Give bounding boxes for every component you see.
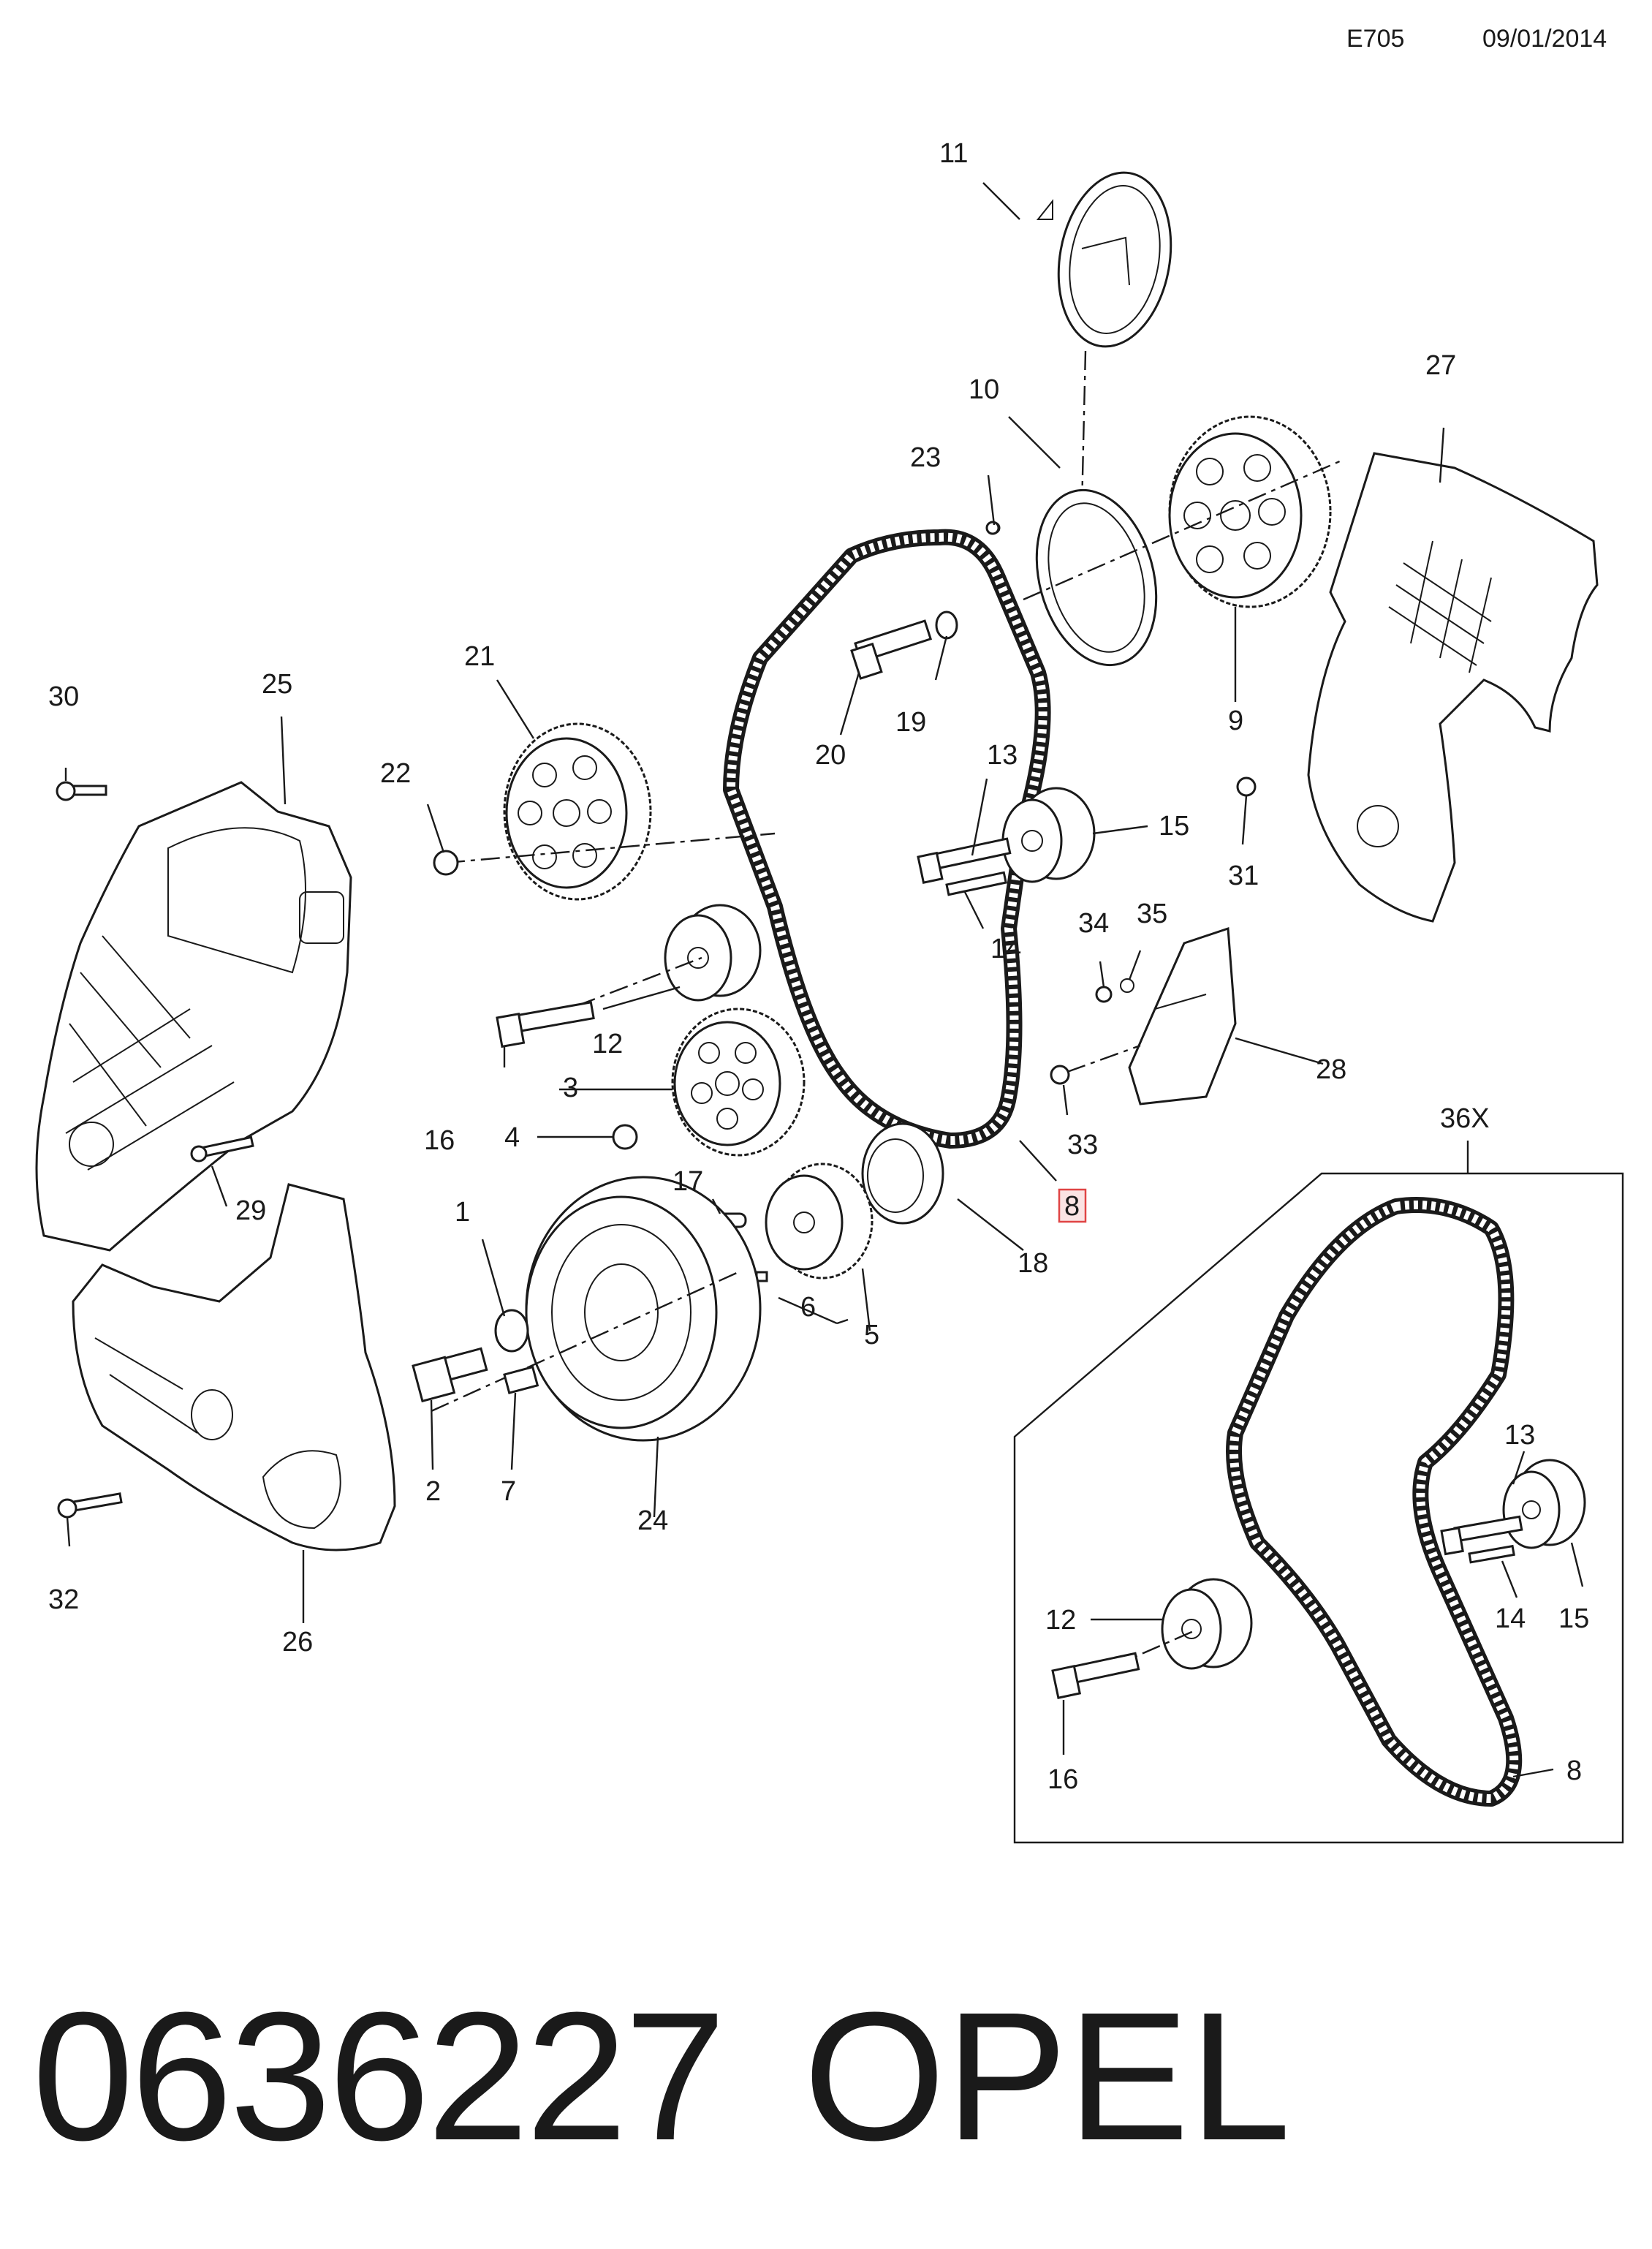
washer-1 [494, 1309, 529, 1353]
brand-name: OPEL [803, 1974, 1291, 2178]
callout-35: 35 [1137, 899, 1167, 929]
callout-28: 28 [1316, 1054, 1346, 1085]
inset-callout-13: 13 [1504, 1420, 1535, 1451]
diagram-date: 09/01/2014 [1482, 25, 1607, 53]
inset-pin-14 [1468, 1544, 1515, 1564]
callout-21: 21 [464, 641, 495, 672]
inset-callout-8: 8 [1566, 1755, 1582, 1786]
callout-14: 14 [990, 934, 1021, 964]
nut-22 [433, 850, 459, 876]
bolt-20 [850, 619, 933, 680]
front-cover-11 [1036, 171, 1172, 348]
crankshaft-gear-5 [765, 1163, 874, 1280]
pin-14 [945, 871, 1007, 896]
callout-19: 19 [895, 707, 926, 738]
inset-bolt-16 [1051, 1652, 1140, 1699]
lower-front-cover-26 [72, 1183, 396, 1551]
callout-36x: 36X [1440, 1103, 1490, 1134]
callout-18: 18 [1018, 1248, 1048, 1279]
callout-4: 4 [504, 1122, 520, 1153]
callout-24: 24 [637, 1505, 668, 1536]
bolt-2 [412, 1347, 488, 1403]
bolt-16 [496, 1001, 595, 1048]
idler-pulley-12 [664, 904, 762, 1002]
callout-29: 29 [235, 1195, 266, 1226]
callout-16: 16 [424, 1125, 455, 1156]
callout-7: 7 [501, 1476, 516, 1507]
callout-30: 30 [48, 681, 79, 712]
bolt-31 [1236, 776, 1257, 797]
timing-belt-main [723, 529, 1051, 1149]
inset-callout-12: 12 [1045, 1605, 1076, 1636]
oil-seal-18 [861, 1122, 944, 1225]
bolt-33 [1050, 1065, 1070, 1085]
diagram-code: E705 [1346, 25, 1405, 53]
rear-cover-10 [988, 488, 1158, 667]
callout-labels: 1 2 3 4 5 6 7 8 9 10 11 12 13 14 15 16 1… [48, 138, 1490, 1658]
tensioner-pulley-15 [1001, 787, 1096, 883]
leader-lines [64, 182, 1445, 1623]
callout-32: 32 [48, 1584, 79, 1615]
callout-11: 11 [939, 138, 968, 169]
callout-2: 2 [425, 1476, 441, 1507]
nut-4 [612, 1124, 638, 1150]
callout-5: 5 [864, 1320, 879, 1350]
crankshaft-pulley-24 [431, 1176, 762, 1442]
inset-timing-belt [1226, 1197, 1523, 1807]
rear-panel-27 [1307, 452, 1599, 923]
bracket-28 [1128, 926, 1237, 1105]
callout-8: 8 [1064, 1191, 1080, 1222]
upper-front-cover-25 [35, 781, 352, 1252]
callout-33: 33 [1067, 1130, 1098, 1160]
bolt-7 [503, 1365, 539, 1394]
callout-6: 6 [800, 1292, 816, 1323]
part-footer: 0636227 OPEL [32, 1981, 1640, 2171]
callout-3: 3 [563, 1073, 578, 1103]
inset-kit-36x: 13 14 15 12 16 8 [1013, 1141, 1624, 1844]
inset-tensioner-pulley [1502, 1459, 1586, 1549]
callout-13: 13 [987, 740, 1018, 771]
camshaft-gear-21 [434, 722, 776, 901]
callout-23: 23 [910, 442, 941, 473]
callout-10: 10 [969, 374, 999, 405]
nut-34 [1095, 986, 1113, 1003]
timing-belt-exploded-diagram: 1 2 3 4 5 6 7 8 9 10 11 12 13 14 15 16 1… [35, 138, 1624, 1844]
inset-callout-14: 14 [1495, 1603, 1526, 1634]
part-number: 0636227 [32, 1974, 726, 2178]
callout-1: 1 [455, 1197, 470, 1228]
callout-12: 12 [592, 1029, 623, 1059]
callout-17: 17 [672, 1166, 703, 1197]
callout-27: 27 [1425, 350, 1456, 381]
bolt-23 [985, 521, 1000, 535]
callout-15: 15 [1159, 811, 1189, 842]
bolt-13 [917, 837, 1012, 884]
inset-callout-16: 16 [1047, 1764, 1078, 1795]
callout-25: 25 [262, 669, 292, 700]
callout-34: 34 [1078, 908, 1109, 939]
camshaft-gear-9 [1023, 415, 1342, 608]
gear-3 [671, 1008, 806, 1157]
callout-26: 26 [282, 1627, 313, 1658]
washer-35 [1120, 978, 1134, 993]
inset-bolt-13 [1440, 1515, 1523, 1556]
inset-idler-pulley [1161, 1578, 1253, 1670]
bolt-29 [190, 1135, 254, 1163]
bolt-30 [56, 781, 107, 801]
callout-22: 22 [380, 758, 411, 789]
callout-31: 31 [1228, 861, 1259, 891]
callout-9: 9 [1228, 706, 1243, 736]
callout-20: 20 [815, 740, 846, 771]
inset-callout-15: 15 [1558, 1603, 1589, 1634]
bolt-32 [57, 1492, 123, 1519]
washer-19 [935, 611, 958, 640]
callout-8-highlight [1058, 1188, 1087, 1223]
